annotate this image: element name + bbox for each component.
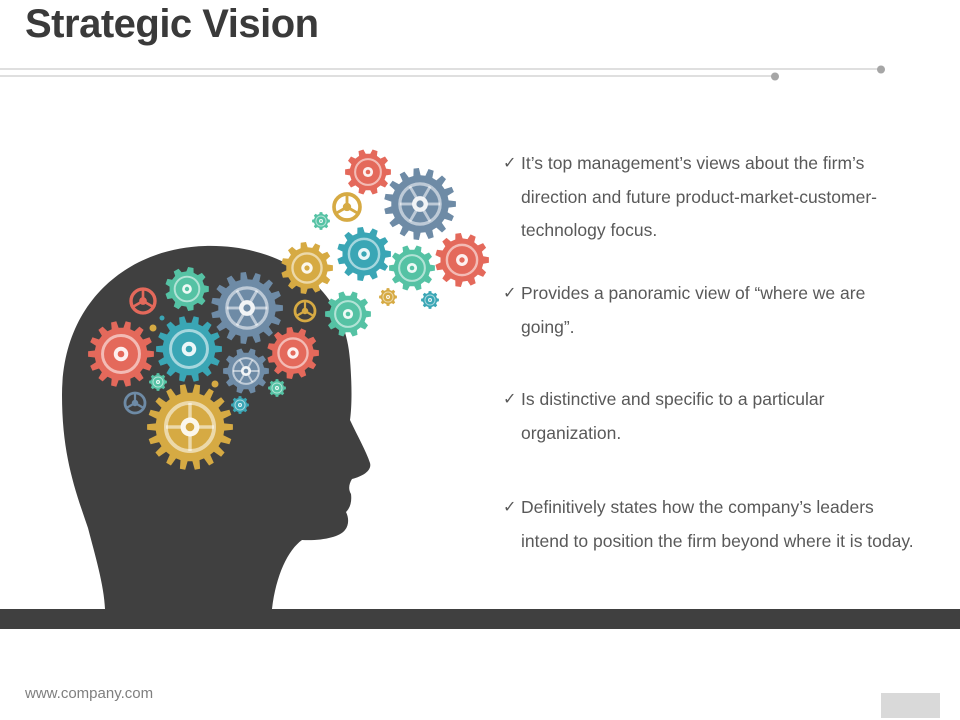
gear-icon (223, 348, 269, 394)
gear-icon (231, 396, 249, 414)
bullet-text: Is distinctive and specific to a particu… (521, 389, 825, 443)
gear-icon (88, 321, 154, 387)
gear-icon (129, 287, 157, 315)
bullet-text: Definitively states how the company’s le… (521, 497, 914, 551)
gear-icon (165, 267, 209, 311)
gear-icon (337, 227, 391, 281)
gear-icon (325, 291, 371, 337)
gear-icon (345, 149, 391, 195)
bullet-item: ✓ It’s top management’s views about the … (503, 147, 923, 248)
gear-icon (293, 299, 317, 323)
check-icon: ✓ (503, 391, 517, 408)
check-icon: ✓ (503, 499, 517, 516)
bullet-item: ✓ Is distinctive and specific to a parti… (503, 383, 923, 450)
gear-icon (267, 327, 319, 379)
page-number-box (881, 693, 940, 718)
gear-icon (281, 242, 333, 294)
gear-icon (435, 233, 489, 287)
bullet-item: ✓ Provides a panoramic view of “where we… (503, 277, 923, 344)
gear-icon (268, 379, 286, 397)
check-icon: ✓ (503, 285, 517, 302)
slide-title: Strategic Vision (25, 2, 319, 46)
gear-icon (149, 373, 167, 391)
gear-dot (159, 315, 165, 321)
gear-icon (312, 212, 330, 230)
bullet-text: Provides a panoramic view of “where we a… (521, 283, 866, 337)
footer-url: www.company.com (25, 685, 154, 702)
gear-icon (379, 288, 397, 306)
footer-band (0, 609, 960, 629)
gear-icon (332, 192, 362, 222)
gear-icon (389, 245, 435, 291)
bullet-text: It’s top management’s views about the fi… (521, 153, 877, 240)
check-icon: ✓ (503, 155, 517, 172)
gear-dot (149, 324, 157, 332)
gear-icon (421, 291, 439, 309)
bullet-item: ✓ Definitively states how the company’s … (503, 491, 923, 558)
gear-icon (147, 384, 233, 470)
title-divider (0, 65, 885, 81)
gear-cluster (88, 149, 489, 470)
gear-dot (211, 380, 219, 388)
gear-icon (123, 391, 147, 415)
gear-icon (156, 316, 222, 382)
gear-icon (384, 168, 456, 240)
gear-icon (211, 272, 283, 344)
